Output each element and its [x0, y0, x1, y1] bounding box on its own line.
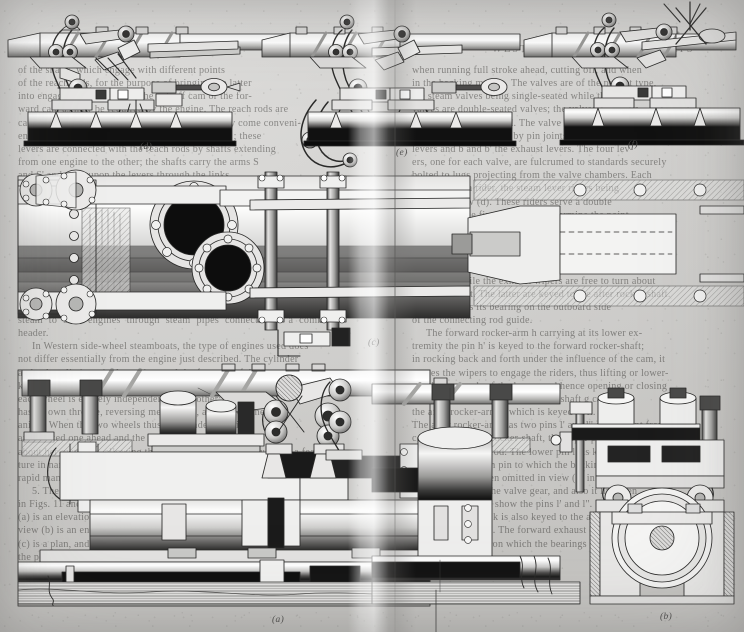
figure-caption-f: (f)	[628, 140, 639, 150]
figure-view-d	[7, 14, 301, 147]
figure-view-f	[523, 1, 744, 146]
figure-caption-d: (d)	[140, 142, 153, 152]
figure-caption-e: (e)	[396, 148, 408, 158]
figure-caption-b: (b)	[660, 612, 673, 622]
figure-caption-c: (c)	[368, 338, 380, 348]
figure-caption-a: (a)	[272, 615, 285, 625]
figure-view-e	[261, 14, 521, 168]
figure-view-c	[17, 169, 744, 357]
book-fold-line	[394, 0, 396, 632]
figure-view-b	[371, 377, 735, 632]
figure-view-a	[17, 363, 431, 607]
